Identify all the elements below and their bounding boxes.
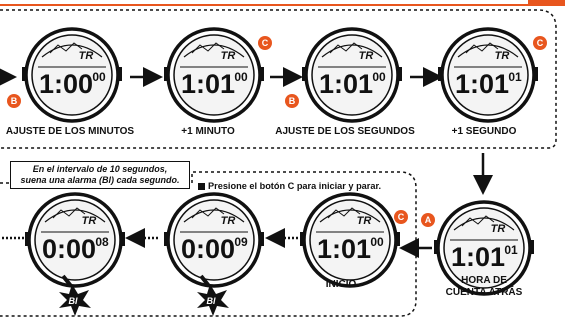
- seconds-digits: 01: [504, 243, 518, 257]
- button-b-badge: B: [285, 94, 299, 108]
- main-time-digits: 0:00: [42, 234, 96, 264]
- seconds-digits: 09: [234, 235, 248, 249]
- caption-start: INICIO: [325, 279, 357, 290]
- watch-header-label: TR: [491, 223, 506, 235]
- watch-header-label: TR: [221, 50, 236, 62]
- header-accent-bar: [528, 0, 565, 6]
- main-time-digits: 1:01: [181, 69, 235, 99]
- button-c-badge: C: [258, 36, 272, 50]
- main-time-digits: 1:01: [317, 234, 371, 264]
- watch-header-label: TR: [357, 215, 372, 227]
- main-time-digits: 1:00: [39, 69, 93, 99]
- alarm-label-w7: Bl: [207, 296, 216, 306]
- button-c-badge: C: [533, 36, 547, 50]
- caption-plus-one-second: +1 SEGUNDO: [451, 126, 517, 137]
- instruction-label: Presione el botón C para iniciar y parar…: [208, 181, 382, 191]
- watch-header-label: TR: [79, 50, 94, 62]
- button-b-badge: B: [7, 94, 21, 108]
- seconds-digits: 08: [95, 235, 109, 249]
- seconds-digits: 00: [234, 70, 248, 84]
- alarm-note-line1: En el intervalo de 10 segundos,: [32, 164, 168, 174]
- caption-plus-one-minute: +1 MINUTO: [181, 126, 235, 137]
- watch-header-label: TR: [359, 50, 374, 62]
- caption-adjust-minutes: AJUSTE DE LOS MINUTOS: [5, 126, 135, 137]
- watch-header-label: TR: [221, 215, 236, 227]
- watch-header-label: TR: [495, 50, 510, 62]
- caption-countdown-line1: HORA DE: [461, 275, 507, 286]
- header-rule: [0, 4, 528, 6]
- main-time-digits: 0:00: [181, 234, 235, 264]
- alarm-note: En el intervalo de 10 segundos, suena un…: [10, 161, 190, 189]
- caption-countdown-line2: CUENTA ATRÁS: [445, 287, 523, 298]
- main-time-digits: 1:01: [319, 69, 373, 99]
- alarm-note-line2: suena una alarma (Bl) cada segundo.: [20, 175, 180, 185]
- button-a-badge: A: [421, 213, 435, 227]
- watch-header-label: TR: [82, 215, 97, 227]
- main-time-digits: 1:01: [455, 69, 509, 99]
- alarm-burst-w7: Bl: [197, 274, 229, 316]
- seconds-digits: 00: [92, 70, 106, 84]
- alarm-burst-w8: Bl: [59, 274, 91, 316]
- seconds-digits: 00: [372, 70, 386, 84]
- seconds-digits: 00: [370, 235, 384, 249]
- instruction-text: Presione el botón C para iniciar y parar…: [198, 181, 381, 191]
- bullet-square-icon: [198, 182, 205, 190]
- caption-adjust-seconds: AJUSTE DE LOS SEGUNDOS: [275, 126, 415, 137]
- main-time-digits: 1:01: [451, 242, 505, 272]
- button-c-badge: C: [394, 210, 408, 224]
- seconds-digits: 01: [508, 70, 522, 84]
- alarm-label-w8: Bl: [69, 296, 78, 306]
